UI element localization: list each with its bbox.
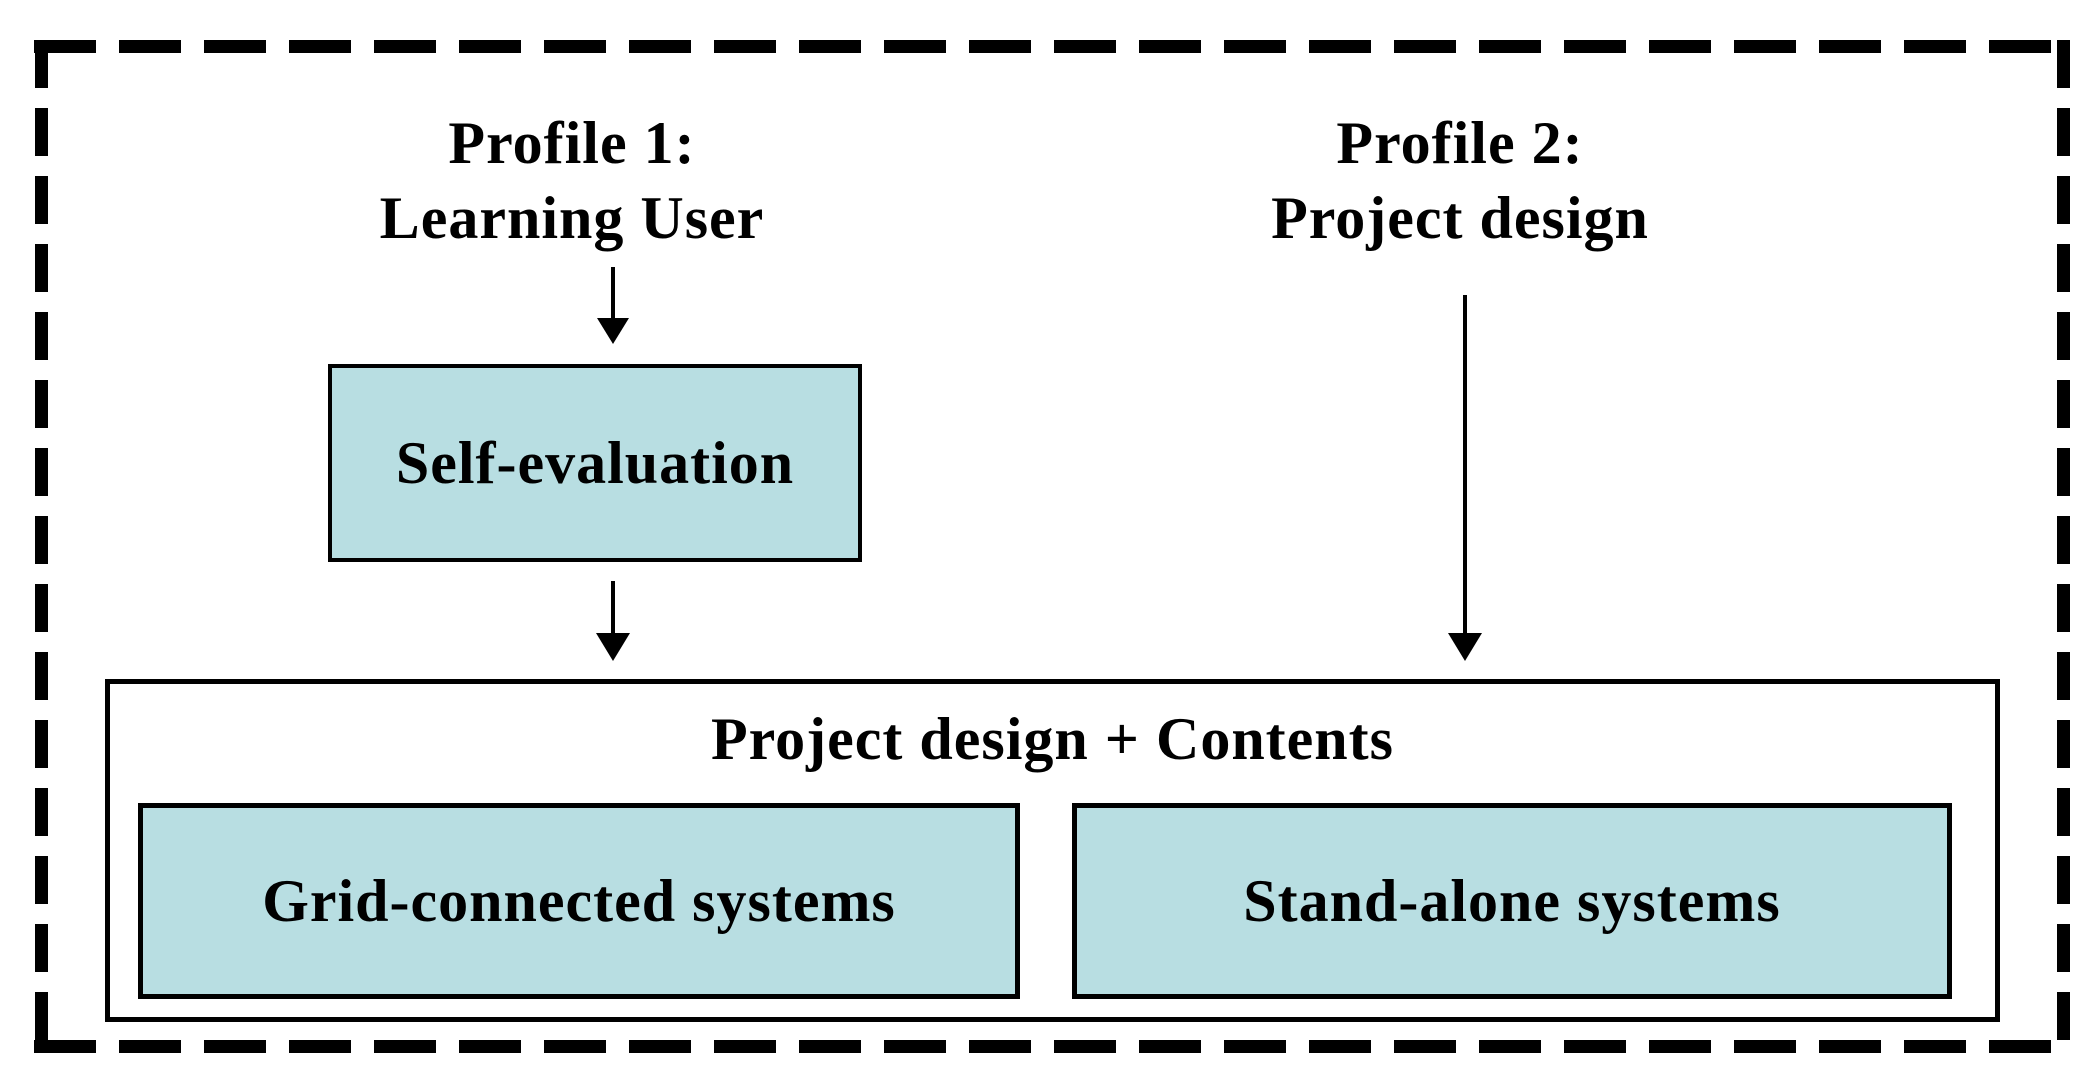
arrow-head-icon bbox=[597, 318, 629, 344]
self-evaluation-label: Self-evaluation bbox=[395, 429, 795, 496]
arrow-profile2-to-container-icon bbox=[1448, 295, 1482, 661]
profile2-label: Profile 2: Project design bbox=[1160, 106, 1760, 256]
outer-dashed-border bbox=[34, 40, 2070, 1053]
arrow-head-icon bbox=[596, 633, 630, 661]
stand-alone-systems-label: Stand-alone systems bbox=[1243, 867, 1781, 934]
arrow-head-icon bbox=[1448, 633, 1482, 661]
profile1-label: Profile 1: Learning User bbox=[272, 106, 872, 256]
grid-connected-systems-label: Grid-connected systems bbox=[262, 867, 896, 934]
profile2-line1: Profile 2: bbox=[1336, 110, 1584, 176]
profile1-line1: Profile 1: bbox=[448, 110, 696, 176]
project-design-contents-box: Project design + Contents Grid-connected… bbox=[105, 679, 2000, 1022]
profile1-line2: Learning User bbox=[379, 185, 765, 251]
self-evaluation-box: Self-evaluation bbox=[328, 364, 862, 562]
project-design-contents-title: Project design + Contents bbox=[710, 706, 1394, 772]
profile2-line2: Project design bbox=[1271, 185, 1649, 251]
arrow-profile1-to-self-evaluation-icon bbox=[597, 267, 629, 344]
arrow-self-evaluation-to-container-icon bbox=[596, 581, 630, 661]
grid-connected-systems-box: Grid-connected systems bbox=[138, 803, 1020, 999]
stand-alone-systems-box: Stand-alone systems bbox=[1072, 803, 1952, 999]
